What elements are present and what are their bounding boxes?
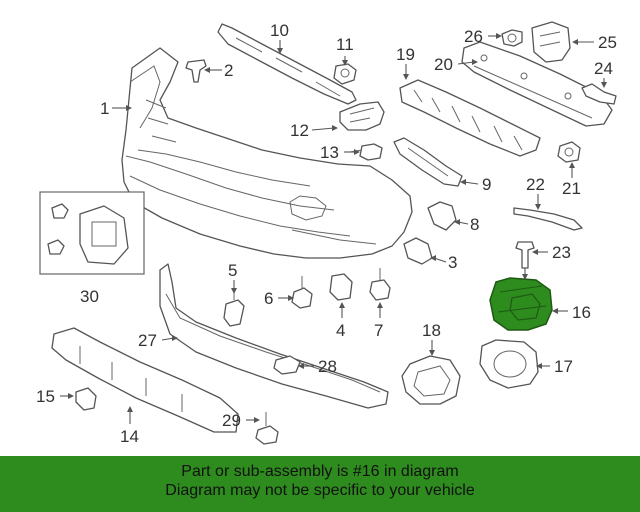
callout-11: 11 <box>336 35 354 54</box>
callout-21: 21 <box>562 179 581 198</box>
bracket-12-part <box>339 101 385 131</box>
callout-14: 14 <box>120 427 139 446</box>
fog-lamp-cover-highlight <box>489 277 553 331</box>
reinforcement-20-part <box>461 41 613 127</box>
fog-lamp-cover-16-part <box>489 277 553 331</box>
callout-25: 25 <box>598 33 617 52</box>
bumper-cover-part <box>121 47 413 259</box>
notice-banner: Part or sub-assembly is #16 in diagram D… <box>0 456 640 512</box>
notice-line-1: Part or sub-assembly is #16 in diagram <box>181 463 459 480</box>
bolt-13-part <box>349 143 383 161</box>
callout-27: 27 <box>138 331 157 350</box>
callout-19: 19 <box>396 45 415 64</box>
callout-30: 30 <box>80 287 99 306</box>
callout-26: 26 <box>464 27 483 46</box>
nut-11-part <box>333 63 357 85</box>
clip-23-part <box>515 241 535 269</box>
callout-labels: 1 2 3 4 5 6 7 8 9 10 11 12 13 14 15 16 1… <box>36 21 617 446</box>
callout-20: 20 <box>434 55 453 74</box>
callout-9: 9 <box>482 175 491 194</box>
bracket-3-part <box>403 237 433 265</box>
callout-28: 28 <box>318 357 337 376</box>
callout-5: 5 <box>228 261 237 280</box>
callout-24: 24 <box>594 59 613 78</box>
callout-16: 16 <box>572 303 591 322</box>
callout-2: 2 <box>224 61 233 80</box>
callout-13: 13 <box>320 143 339 162</box>
bracket-9-part <box>393 137 463 187</box>
absorber-19-part <box>399 79 541 157</box>
bracket-18-part <box>401 355 461 405</box>
parts-diagram: 1 2 3 4 5 6 7 8 9 10 11 12 13 14 15 16 1… <box>36 21 617 446</box>
callout-4: 4 <box>336 321 345 340</box>
bolt-29-part <box>255 412 279 445</box>
clip-4-part <box>329 273 353 301</box>
nut-21-part <box>557 141 581 163</box>
callout-6: 6 <box>264 289 273 308</box>
clip-28-part <box>273 355 301 375</box>
clip-2-part <box>185 59 207 83</box>
inset-box-30 <box>39 191 145 275</box>
callout-29: 29 <box>222 411 241 430</box>
callout-15: 15 <box>36 387 55 406</box>
bezel-17-part <box>479 339 539 389</box>
strip-22-part <box>513 207 583 231</box>
sensor-25-part <box>531 21 571 63</box>
notice-line-2: Diagram may not be specific to your vehi… <box>165 482 475 499</box>
bracket-8-part <box>427 201 457 231</box>
bolt-7-part <box>369 268 391 301</box>
callout-3: 3 <box>448 253 457 272</box>
upper-retainer-part <box>217 23 357 105</box>
callout-1: 1 <box>100 99 109 118</box>
skid-plate-14-part <box>51 327 239 433</box>
callout-12: 12 <box>290 121 309 140</box>
callout-18: 18 <box>422 321 441 340</box>
bolt-6-part <box>291 276 313 309</box>
sensor-26-part <box>501 29 523 47</box>
spoiler-27-part <box>159 263 389 409</box>
leader-lines <box>60 33 607 424</box>
callout-8: 8 <box>470 215 479 234</box>
callout-7: 7 <box>374 321 383 340</box>
bracket-24-part <box>581 83 617 105</box>
callout-22: 22 <box>526 175 545 194</box>
bracket-15-part <box>75 387 97 411</box>
callout-17: 17 <box>554 357 573 376</box>
callout-10: 10 <box>270 21 289 40</box>
callout-23: 23 <box>552 243 571 262</box>
